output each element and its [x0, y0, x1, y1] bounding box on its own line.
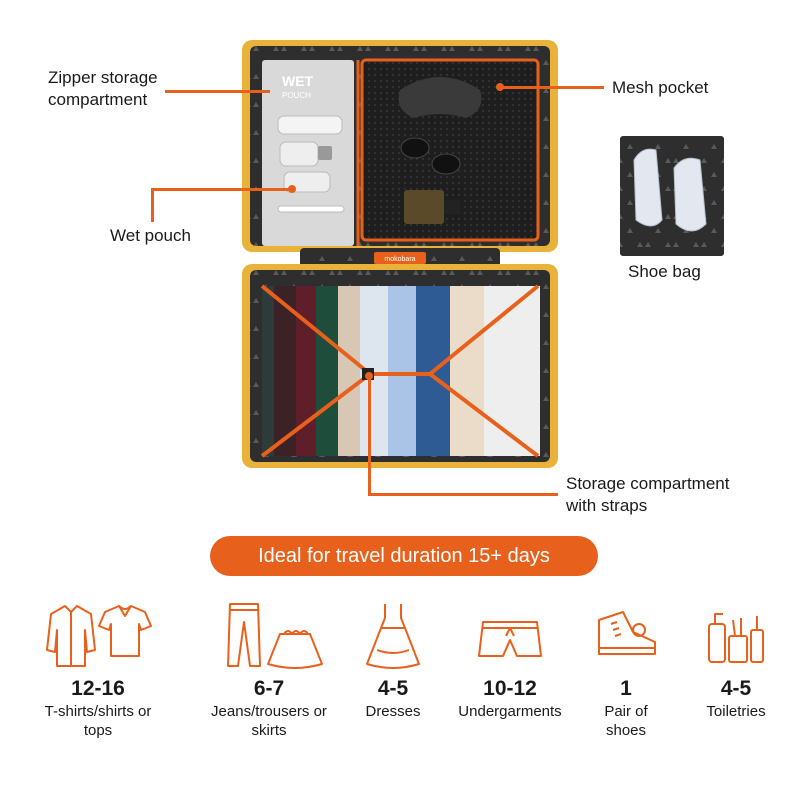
- callout-storage-line2: with straps: [566, 496, 648, 515]
- capacity-label-shirts-2: tops: [83, 722, 113, 739]
- bottom-base: [242, 264, 558, 468]
- callout-zipper-line1: Zipper storage: [48, 68, 158, 87]
- capacity-item-shoes: 1 Pair of shoes: [586, 600, 666, 740]
- wet-leader-h: [151, 188, 291, 191]
- wet-pouch-print-line2: POUCH: [282, 91, 311, 100]
- capacity-item-toiletries: 4-5 Toiletries: [684, 600, 788, 721]
- mesh-leader-dot: [496, 83, 504, 91]
- callout-storage-straps: Storage compartment with straps: [566, 473, 729, 517]
- trousers-skirt-icon: [227, 603, 323, 669]
- wet-leader-v: [151, 188, 154, 222]
- open-suitcase-illustration: WET POUCH mokobara: [242, 40, 724, 468]
- shirts-icon: [46, 605, 152, 667]
- shorts-icon: [478, 621, 542, 657]
- brand-tag-text: mokobara: [384, 256, 415, 263]
- capacity-label-trousers-2: skirts: [251, 722, 287, 739]
- brand-tag: [374, 252, 426, 264]
- capacity-count-undergarments: 10-12: [483, 677, 537, 700]
- storage-leader-v: [368, 378, 371, 496]
- wet-leader-dot: [288, 185, 296, 193]
- callout-storage-line1: Storage compartment: [566, 474, 730, 493]
- storage-leader-dot: [365, 372, 373, 380]
- capacity-count-trousers: 6-7: [253, 677, 285, 700]
- top-lid: WET POUCH: [242, 40, 558, 252]
- callout-zipper-compartment: Zipper storage compartment: [48, 67, 158, 111]
- capacity-label-toiletries-1: Toiletries: [706, 703, 766, 720]
- mesh-leader-h: [498, 86, 604, 89]
- capacity-count-shirts: 12-16: [71, 677, 125, 700]
- toiletries-icon: [708, 613, 764, 663]
- capacity-count-shoes: 1: [620, 677, 632, 700]
- capacity-count-toiletries: 4-5: [720, 677, 752, 700]
- travel-duration-banner: Ideal for travel duration 15+ days: [210, 536, 598, 576]
- capacity-item-undergarments: 10-12 Undergarments: [448, 600, 572, 721]
- callout-mesh-pocket: Mesh pocket: [612, 78, 709, 97]
- storage-leader-h: [368, 493, 558, 496]
- callout-wet-pouch: Wet pouch: [110, 226, 191, 245]
- capacity-count-dresses: 4-5: [377, 677, 409, 700]
- capacity-label-undergarments-1: Undergarments: [458, 703, 562, 720]
- wet-pouch-print-line1: WET: [282, 73, 314, 89]
- capacity-label-shoes-2: shoes: [605, 722, 647, 739]
- capacity-item-dresses: 4-5 Dresses: [350, 600, 436, 721]
- capacity-item-trousers: 6-7 Jeans/trousers or skirts: [196, 600, 342, 740]
- capacity-label-shirts-1: T-shirts/shirts or: [44, 703, 152, 720]
- capacity-label-shoes-1: Pair of: [604, 703, 648, 720]
- capacity-label-trousers-1: Jeans/trousers or: [211, 703, 327, 720]
- capacity-label-dresses-1: Dresses: [365, 703, 421, 720]
- shoe-bag: [620, 136, 724, 256]
- zipper-leader-h: [165, 90, 270, 93]
- sneaker-icon: [598, 611, 656, 655]
- callout-shoe-bag: Shoe bag: [628, 262, 701, 281]
- dress-icon: [366, 604, 420, 669]
- capacity-item-shirts: 12-16 T-shirts/shirts or tops: [28, 600, 168, 740]
- callout-zipper-line2: compartment: [48, 90, 148, 109]
